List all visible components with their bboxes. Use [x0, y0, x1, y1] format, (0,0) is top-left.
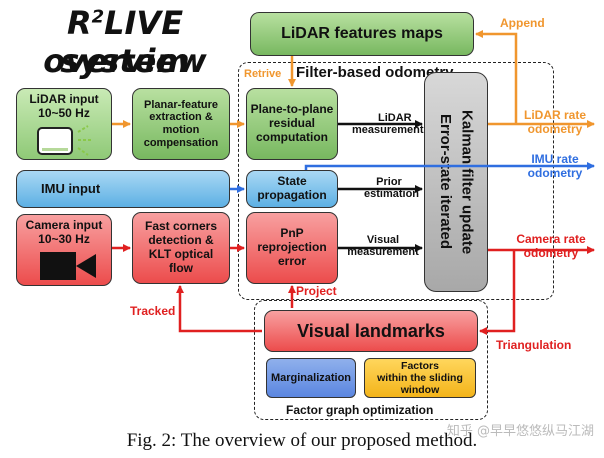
- factors-line-3: window: [400, 384, 440, 397]
- planar-line-1: Planar-feature: [144, 98, 218, 111]
- marginalization-box: Marginalization: [266, 358, 356, 398]
- imu-rate-line-2: odometry: [527, 166, 583, 180]
- prior-estimation-line-2: estimation: [364, 188, 420, 200]
- prior-estimation-line-1: Prior: [376, 176, 402, 188]
- factor-graph-label: Factor graph optimization: [286, 403, 434, 417]
- marginalization-line-1: Marginalization: [270, 371, 352, 384]
- esikf-text-columns: Error-state iterated Kalman filter updat…: [437, 109, 476, 255]
- title-line1-rest: LIVE system: [60, 4, 190, 80]
- lidar-measurement-line-1: LiDAR: [377, 112, 412, 124]
- visual-landmarks-line-1: Visual landmarks: [297, 320, 445, 341]
- esikf-line-1: Error-state iterated: [437, 114, 454, 250]
- factors-line-2: within the sliding: [377, 371, 463, 384]
- esikf-box: Error-state iterated Kalman filter updat…: [424, 72, 488, 292]
- fast-corners-line-4: flow: [169, 260, 193, 275]
- lidar-rate-line-2: odometry: [527, 122, 583, 136]
- arrow-triangulation: [479, 250, 516, 335]
- plane-to-plane-line-2: residual: [268, 116, 316, 131]
- fast-corners-line-3: KLT optical: [148, 247, 214, 261]
- lidar-input-line-1: LiDAR input: [29, 92, 99, 106]
- project-label: Project: [296, 284, 337, 298]
- title-superscript: 2: [91, 6, 105, 28]
- lidar-measurement-line-2: measurement: [352, 124, 424, 136]
- esikf-line-2: Kalman filter update: [458, 109, 476, 255]
- visual-landmarks-box: Visual landmarks: [264, 310, 478, 352]
- lidar-maps-line-1: LiDAR features maps: [281, 24, 443, 42]
- state-prop-line-1: State: [277, 174, 307, 189]
- visual-measurement-line-1: Visual: [366, 234, 400, 246]
- lidar-input-line-2: 10~50 Hz: [38, 105, 90, 120]
- imu-rate-odometry-label: IMU rate odometry: [514, 152, 596, 180]
- triangulation-label: Triangulation: [496, 338, 572, 352]
- pnp-line-2: reprojection: [257, 240, 327, 255]
- lidar-rate-odometry-label: LiDAR rate odometry: [514, 108, 596, 136]
- title-prefix: R: [66, 4, 92, 42]
- filter-based-odometry-region: [238, 62, 554, 300]
- arrow-append: [475, 30, 518, 124]
- figure-caption: Fig. 2: The overview of our proposed met…: [126, 430, 478, 451]
- camera-input-line-2: 10~30 Hz: [38, 231, 90, 246]
- factor-graph-region: [254, 300, 488, 420]
- state-prop-line-2: propagation: [257, 188, 327, 202]
- title-line-2: overview: [43, 42, 207, 80]
- lidar-measurement-label: LiDAR measurement: [352, 112, 424, 136]
- camera-input-line-1: Camera input: [25, 218, 103, 232]
- tracked-label: Tracked: [130, 304, 176, 318]
- planar-line-4: compensation: [143, 136, 219, 149]
- camera-icon: [40, 252, 96, 280]
- append-label: Append: [500, 16, 545, 30]
- lidar-features-maps-box: LiDAR features maps: [250, 12, 474, 56]
- filter-based-odometry-label: Filter-based odometry: [296, 64, 454, 81]
- prior-estimation-label: Prior estimation: [364, 176, 420, 200]
- lidar-rate-line-1: LiDAR rate: [523, 108, 586, 122]
- planar-line-3: motion: [162, 124, 200, 136]
- retrive-label: Retrive: [244, 68, 282, 80]
- planar-line-2: extraction &: [149, 111, 213, 124]
- imu-rate-line-1: IMU rate: [531, 152, 579, 166]
- pnp-line-3: error: [277, 253, 306, 268]
- title-line-1: R2LIVE system: [8, 4, 242, 80]
- imu-input-box: IMU input: [16, 170, 230, 208]
- imu-input-line-1: IMU input: [41, 180, 101, 196]
- plane-to-plane-line-1: Plane-to-plane: [250, 102, 334, 117]
- factors-line-1: Factors: [401, 359, 439, 372]
- fast-corners-line-2: detection &: [148, 233, 214, 248]
- plane-to-plane-line-3: computation: [256, 129, 328, 144]
- camera-rate-line-1: Camera rate: [516, 232, 586, 246]
- arrow-tracked: [176, 285, 262, 333]
- watermark: 知乎 @早早悠悠纵马江湖: [446, 424, 594, 439]
- fast-corners-line-1: Fast corners: [144, 219, 218, 234]
- lidar-sensor-icon: [37, 125, 92, 156]
- pnp-line-1: PnP: [280, 226, 304, 241]
- arrow-imu-rate-out: [304, 162, 595, 170]
